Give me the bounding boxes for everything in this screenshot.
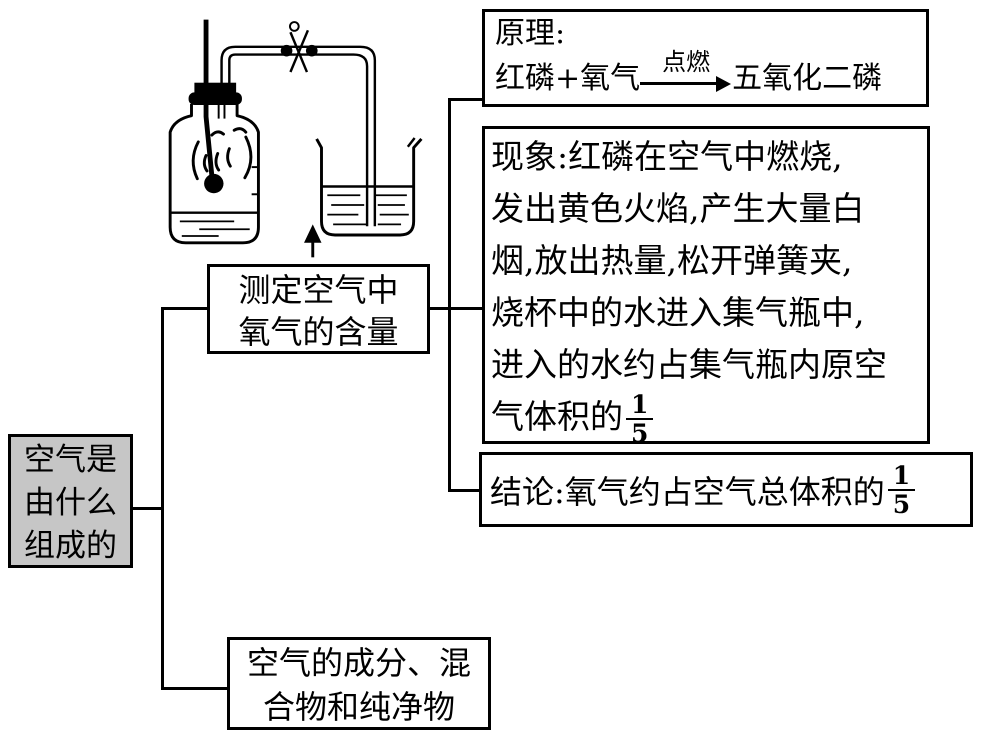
phenomenon-line: 进入的水约占集气瓶内原空 bbox=[491, 345, 887, 384]
reaction-condition: 点燃 bbox=[662, 48, 711, 76]
reaction-arrow-shaft bbox=[640, 82, 728, 85]
equation-reactants: 红磷+氧气 bbox=[495, 61, 641, 96]
connector-measure-right-horizontal bbox=[430, 307, 482, 310]
conclusion-text: 结论:氧气约占空气总体积的 bbox=[490, 472, 885, 511]
connector-root-horizontal bbox=[133, 507, 163, 510]
phenomenon-box: 现象:红磷在空气中燃烧, 发出黄色火焰,产生大量白 烟,放出热量,松开弹簧夹, … bbox=[482, 126, 930, 446]
beaker-water-hatching bbox=[327, 194, 409, 226]
phenomenon-line: 烧杯中的水进入集气瓶中, bbox=[491, 293, 865, 332]
fraction-denominator: 5 bbox=[631, 419, 649, 448]
smoke-puffs-icon bbox=[191, 127, 253, 181]
air-composition-line: 空气的成分、混 bbox=[246, 644, 471, 682]
connector-measure-horizontal bbox=[163, 307, 207, 310]
air-composition-box: 空气的成分、混 合物和纯净物 bbox=[227, 637, 491, 730]
apparatus-illustration bbox=[140, 8, 470, 268]
connector-principle-horizontal bbox=[448, 98, 482, 101]
measure-oxygen-line: 氧气的含量 bbox=[238, 313, 399, 351]
spring-clamp-icon bbox=[280, 21, 318, 73]
reaction-arrow-icon: 点燃 bbox=[640, 50, 732, 104]
jar-graduation-ticks bbox=[251, 166, 259, 196]
equation-product: 五氧化二磷 bbox=[732, 61, 883, 96]
root-topic-line: 由什么 bbox=[24, 485, 117, 521]
phenomenon-line: 发出黄色火焰,产生大量白 bbox=[491, 189, 865, 228]
apparatus-svg bbox=[168, 19, 423, 258]
beaker-icon bbox=[315, 137, 423, 237]
phenomenon-line: 烟,放出热量,松开弹簧夹, bbox=[491, 241, 853, 280]
principle-box: 原理: 红磷+氧气 点燃 五氧化二磷 bbox=[482, 9, 929, 107]
root-topic-line: 空气是 bbox=[24, 442, 117, 478]
up-arrow-icon bbox=[304, 224, 322, 258]
root-topic-box: 空气是 由什么 组成的 bbox=[8, 434, 133, 568]
measure-oxygen-box: 测定空气中 氧气的含量 bbox=[207, 264, 430, 354]
phenomenon-line: 现象:红磷在空气中燃烧, bbox=[491, 137, 843, 176]
root-topic-line: 组成的 bbox=[24, 528, 117, 564]
reaction-equation: 红磷+氧气 点燃 五氧化二磷 bbox=[495, 50, 920, 104]
fraction-denominator: 5 bbox=[892, 489, 911, 519]
air-composition-line: 合物和纯净物 bbox=[262, 688, 455, 726]
fraction-numerator: 1 bbox=[626, 392, 654, 420]
connector-right-vertical bbox=[448, 98, 451, 492]
phenomenon-line-text: 气体积的 bbox=[491, 397, 623, 436]
glass-tube-stub-icon bbox=[217, 105, 226, 119]
connector-conclusion-horizontal bbox=[448, 489, 479, 492]
principle-label: 原理: bbox=[495, 16, 566, 51]
measure-oxygen-line: 测定空气中 bbox=[238, 271, 399, 309]
gas-jar-icon bbox=[168, 104, 260, 245]
rubber-stopper-icon bbox=[188, 82, 242, 106]
fraction-numerator: 1 bbox=[887, 463, 916, 491]
combustion-spoon-icon bbox=[203, 19, 224, 194]
connector-composition-horizontal bbox=[163, 687, 227, 690]
connector-left-vertical bbox=[161, 307, 164, 690]
jar-water-hatching bbox=[179, 220, 250, 237]
